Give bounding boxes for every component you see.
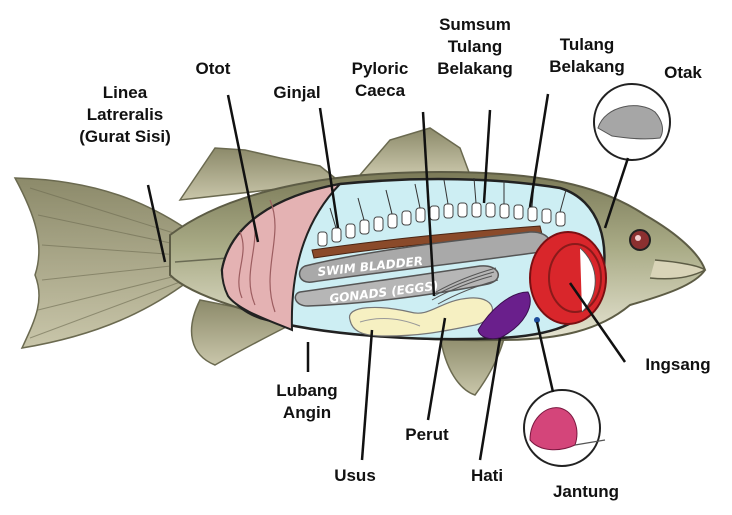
label-usus: Usus	[334, 466, 376, 485]
heart-jantung	[529, 407, 578, 451]
liver-hati	[477, 291, 531, 340]
intestine-usus	[349, 297, 494, 337]
label-ginjal: Ginjal	[273, 83, 321, 102]
label-jantung: Jantung	[552, 482, 620, 501]
label-otot: Otot	[195, 59, 231, 78]
gonads	[294, 265, 499, 307]
label-ingsang: Ingsang	[645, 355, 711, 374]
leader-lines	[146, 93, 627, 461]
soft-dorsal-fin	[358, 127, 472, 176]
tail-fin	[13, 177, 191, 349]
brain-otak	[597, 105, 663, 140]
vertebrae	[317, 202, 566, 247]
pyloric-caeca	[431, 267, 499, 305]
label-perut: Perut	[405, 425, 449, 444]
anal-fin	[439, 334, 506, 396]
label-hati: Hati	[470, 466, 504, 485]
label-otak: Otak	[664, 63, 702, 82]
